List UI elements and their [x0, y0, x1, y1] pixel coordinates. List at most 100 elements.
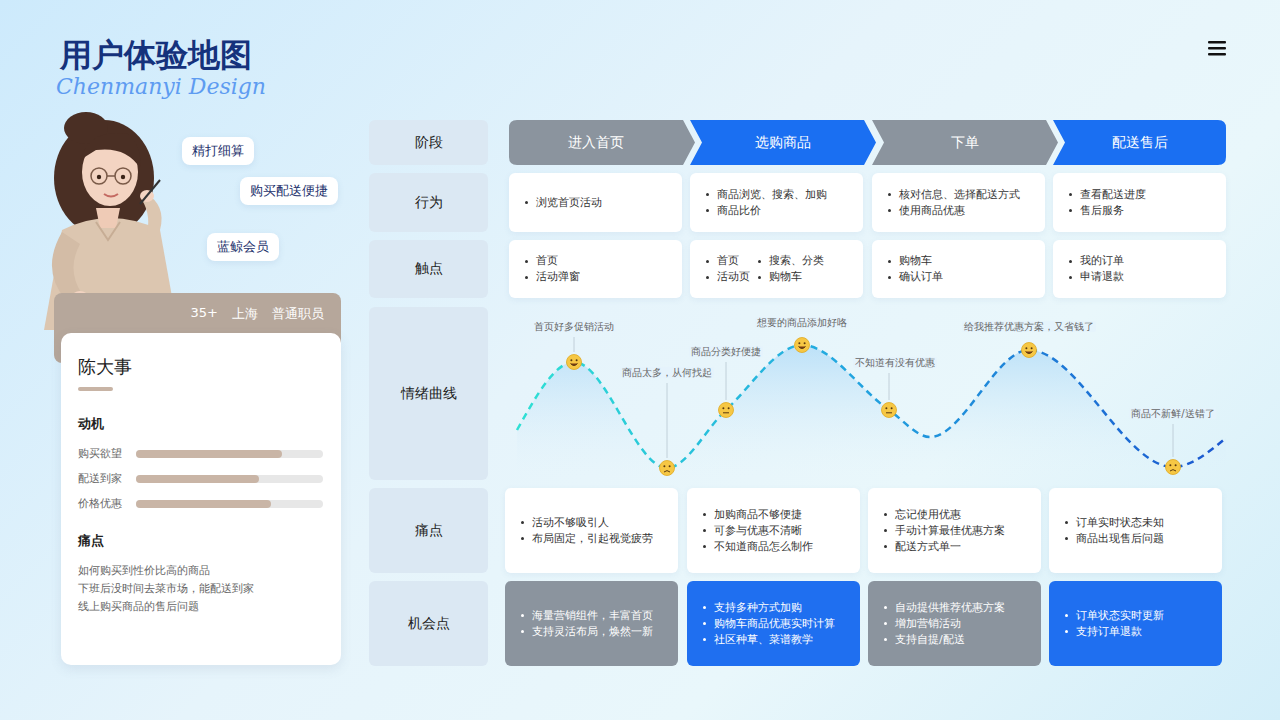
bullet-dot — [884, 545, 887, 548]
bullet-text: 首页 — [717, 253, 739, 269]
bullet-text: 海量营销组件，丰富首页 — [532, 608, 653, 624]
bullet-item: 商品比价 — [706, 203, 849, 219]
motive-row: 价格优惠 — [78, 495, 323, 512]
bullet-text: 不知道商品怎么制作 — [714, 539, 813, 555]
bullet-text: 忘记使用优惠 — [895, 507, 961, 523]
cell-box: 加购商品不够便捷可参与优惠不清晰不知道商品怎么制作 — [687, 488, 860, 573]
opportunity-box: 支持多种方式加购购物车商品优惠实时计算社区种草、菜谱教学 — [687, 581, 860, 666]
bullet-text: 自动提供推荐优惠方案 — [895, 600, 1005, 616]
bullet-text: 支持灵活布局，焕然一新 — [532, 624, 653, 640]
bar-fill — [136, 475, 259, 483]
emotion-face — [660, 461, 675, 476]
bullet-item: 查看配送进度 — [1069, 187, 1212, 203]
cell-box: 购物车确认订单 — [872, 240, 1045, 298]
leader-line — [1173, 424, 1174, 457]
section-title: 痛点 — [78, 532, 323, 550]
opportunity-box: 海量营销组件，丰富首页支持灵活布局，焕然一新 — [505, 581, 678, 666]
emotion-face — [1022, 343, 1037, 358]
label-text: 机会点 — [408, 615, 450, 633]
leader-line — [726, 362, 727, 400]
bullet-item: 不知道商品怎么制作 — [703, 539, 846, 555]
pain-line: 下班后没时间去菜市场，能配送到家 — [78, 580, 323, 598]
bullet-dot — [525, 201, 528, 204]
bullet-text: 使用商品优惠 — [899, 203, 965, 219]
label-text: 触点 — [415, 260, 443, 278]
bullet-text: 商品比价 — [717, 203, 761, 219]
row-header: 机会点 — [369, 581, 488, 666]
bullet-item: 支持灵活布局，焕然一新 — [521, 624, 664, 640]
leader-line — [667, 383, 668, 458]
emotion-label-box: 首页好多促销活动 — [532, 320, 616, 334]
bullet-item: 海量营销组件，丰富首页 — [521, 608, 664, 624]
bullet-text: 订单实时状态未知 — [1076, 515, 1164, 531]
bullet-text: 申请退款 — [1080, 269, 1124, 285]
persona-card: 陈大事动机购买欲望配送到家价格优惠痛点如何购买到性价比高的商品下班后没时间去菜市… — [61, 333, 341, 665]
cell-box: 商品浏览、搜索、加购商品比价 — [690, 173, 863, 232]
persona-name: 陈大事 — [78, 355, 323, 379]
opportunity-box: 订单状态实时更新支持订单退款 — [1049, 581, 1222, 666]
bullet-item: 活动页 — [706, 269, 758, 285]
bullet-item: 核对信息、选择配送方式 — [888, 187, 1031, 203]
bullet-dot — [1065, 630, 1068, 633]
bullet-text: 配送方式单一 — [895, 539, 961, 555]
stage-name: 进入首页 — [568, 134, 624, 152]
bullet-dot — [888, 276, 891, 279]
bullet-text: 支持多种方式加购 — [714, 600, 802, 616]
bullet-dot — [706, 209, 709, 212]
bullet-dot — [884, 513, 887, 516]
emotion-label: 商品分类好便捷 — [689, 346, 763, 357]
bullet-item: 配送方式单一 — [884, 539, 1027, 555]
cell-box: 查看配送进度售后服务 — [1053, 173, 1226, 232]
stage-name: 选购商品 — [755, 134, 811, 152]
persona-tag: 精打细算 — [182, 137, 254, 165]
emotion-label-box: 商品分类好便捷 — [689, 345, 763, 359]
bullet-text: 浏览首页活动 — [536, 195, 602, 211]
bullet-dot — [703, 529, 706, 532]
emotion-label: 商品太多，从何找起 — [620, 367, 714, 378]
pain-line: 线上购买商品的售后问题 — [78, 598, 323, 616]
emotion-face — [882, 403, 897, 418]
bullet-text: 活动弹窗 — [536, 269, 580, 285]
bullet-dot — [703, 622, 706, 625]
bullet-dot — [706, 276, 709, 279]
bullet-item: 我的订单 — [1069, 253, 1212, 269]
bullet-item: 支持多种方式加购 — [703, 600, 846, 616]
bar-fill — [136, 450, 282, 458]
bullet-dot — [758, 276, 761, 279]
bullet-dot — [521, 630, 524, 633]
bullet-item: 购物车 — [758, 269, 849, 285]
bullet-item: 使用商品优惠 — [888, 203, 1031, 219]
bullet-dot — [703, 545, 706, 548]
bullet-text: 商品浏览、搜索、加购 — [717, 187, 827, 203]
cell-box: 我的订单申请退款 — [1053, 240, 1226, 298]
bullet-dot — [521, 521, 524, 524]
label-text: 阶段 — [415, 134, 443, 152]
bullet-dot — [888, 193, 891, 196]
bullet-item: 活动弹窗 — [525, 269, 668, 285]
leader-line — [889, 373, 890, 400]
bullet-dot — [1069, 260, 1072, 263]
emotion-label: 商品不新鲜/送错了 — [1129, 408, 1216, 419]
emotion-curve — [517, 345, 1226, 468]
bullet-item: 申请退款 — [1069, 269, 1212, 285]
leader-line — [574, 337, 575, 352]
row-header: 阶段 — [369, 120, 488, 165]
bullet-item: 活动不够吸引人 — [521, 515, 664, 531]
bullet-item: 可参与优惠不清晰 — [703, 523, 846, 539]
row-header: 情绪曲线 — [369, 307, 488, 480]
bullet-text: 活动不够吸引人 — [532, 515, 609, 531]
bullet-dot — [706, 193, 709, 196]
pain-line: 如何购买到性价比高的商品 — [78, 562, 323, 580]
chevron-fill — [872, 120, 1058, 165]
label-text: 行为 — [415, 194, 443, 212]
bullet-dot — [1069, 276, 1072, 279]
bullet-text: 活动页 — [717, 269, 750, 285]
bullet-item: 购物车商品优惠实时计算 — [703, 616, 846, 632]
persona-tag: 购买配送便捷 — [240, 177, 338, 205]
diagram-title: 用户体验地图 — [60, 36, 252, 74]
emotion-label: 不知道有没有优惠 — [853, 357, 937, 368]
label-text: 情绪曲线 — [401, 385, 457, 403]
emotion-label: 首页好多促销活动 — [532, 321, 616, 332]
bullet-dot — [525, 276, 528, 279]
